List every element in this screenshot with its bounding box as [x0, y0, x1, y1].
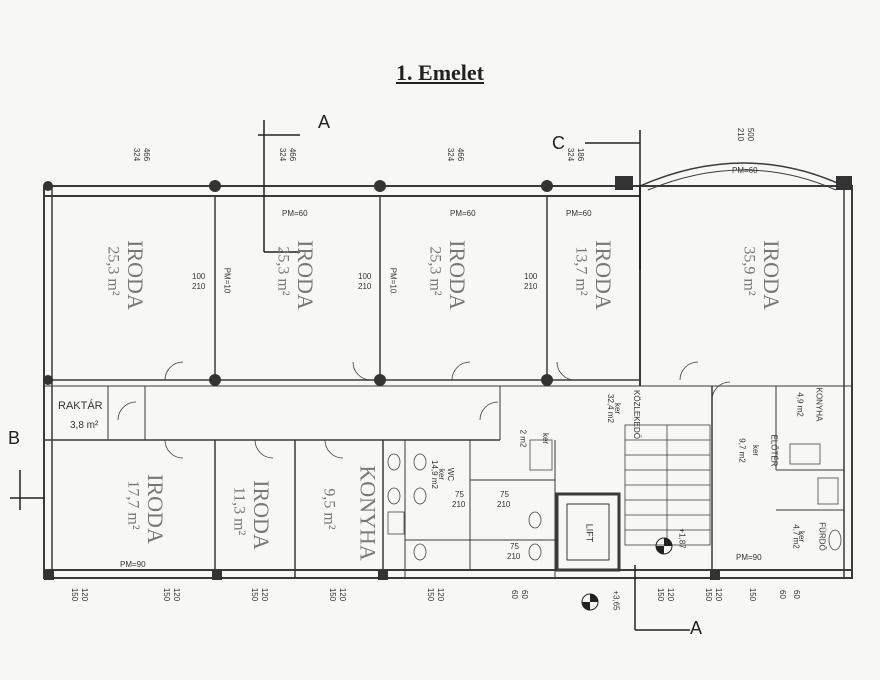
room-name: IRODA	[444, 240, 470, 310]
bottom-dim: 120	[666, 587, 676, 602]
bottom-dim: 60	[519, 590, 529, 599]
level-markers	[581, 537, 673, 611]
furdo-area: 4,7 m2	[791, 524, 801, 549]
door-dim: 210	[192, 282, 206, 291]
room-area: 35,9 m²	[740, 246, 758, 296]
columns	[43, 176, 852, 580]
bottom-dim: 60	[791, 590, 801, 599]
pm-label: PM=90	[736, 553, 762, 562]
bay-window	[639, 162, 845, 187]
eloter-name: ELŐTÉR	[769, 434, 779, 467]
konyha-small-area: 4,9 m2	[795, 392, 805, 417]
top-dim-1a: 466	[142, 147, 152, 162]
kozlekedo-area: 32,4 m2	[605, 394, 615, 423]
bottom-dim: 150	[250, 587, 260, 602]
raktar-name: RAKTÁR	[58, 400, 103, 412]
lift-label: LIFT	[584, 523, 595, 543]
bottom-dim: 120	[436, 587, 446, 602]
section-lines	[10, 120, 690, 631]
room-name: IRODA	[248, 480, 274, 550]
wc-small-area: 2 m2	[518, 429, 528, 448]
door-dim: 100	[192, 272, 206, 281]
door-dim-small: 210	[452, 500, 466, 509]
room-name: IRODA	[590, 240, 616, 310]
top-dim-4b: 324	[566, 147, 576, 162]
top-dim-4a: 186	[576, 147, 586, 162]
eloter-sub: ker	[751, 444, 761, 457]
top-dim-2b: 324	[278, 147, 288, 162]
top-dim-5b: 210	[736, 127, 746, 142]
level-label: +1,87	[677, 528, 687, 549]
room-name: IRODA	[292, 240, 318, 310]
raktar-area: 3,8 m²	[70, 420, 99, 431]
door-dim-small: 75	[510, 542, 519, 551]
kozlekedo-name: KÖZLEKEDŐ	[631, 390, 641, 439]
pm-label: PM=90	[120, 560, 146, 569]
top-dim-3a: 466	[456, 147, 466, 162]
door-swings	[117, 361, 731, 459]
door-dim-small: 75	[455, 490, 464, 499]
pm-label: PM=10	[388, 267, 398, 294]
top-dim-3b: 324	[446, 147, 456, 162]
pm-label: PM=10	[222, 267, 232, 294]
bottom-dim: 150	[328, 587, 338, 602]
plan-title: 1. Emelet	[396, 60, 484, 85]
bottom-dim: 120	[338, 587, 348, 602]
section-a-top: A	[318, 112, 331, 132]
section-c: C	[552, 133, 565, 153]
room-name: IRODA	[758, 240, 784, 310]
room-area: 25,3 m²	[274, 246, 292, 296]
room-area: 11,3 m²	[230, 486, 248, 536]
section-b: B	[8, 428, 21, 448]
room-area: 17,7 m²	[124, 480, 142, 530]
bottom-dim: 150	[656, 587, 666, 602]
room-name: IRODA	[122, 240, 148, 310]
level-label: +3,65	[611, 590, 621, 611]
pm-label: PM=60	[282, 209, 308, 218]
top-dim-1b: 324	[132, 147, 142, 162]
konyha-small-name: KONYHA	[814, 387, 824, 422]
lift-shaft	[555, 492, 621, 572]
furdo-name: FÜRDŐ	[817, 522, 827, 551]
room-area: 25,3 m²	[104, 246, 122, 296]
fixtures	[387, 439, 842, 561]
pm-label: PM=60	[450, 209, 476, 218]
bottom-dim: 150	[162, 587, 172, 602]
room-name: IRODA	[142, 474, 168, 544]
bottom-dim: 60	[777, 590, 787, 599]
top-dim-2a: 466	[288, 147, 298, 162]
door-dim: 100	[524, 272, 538, 281]
bottom-dim: 120	[260, 587, 270, 602]
pm-label: PM=60	[732, 166, 758, 175]
room-area: 13,7 m²	[572, 246, 590, 296]
bottom-dim: 60	[509, 590, 519, 599]
wc-name: WC	[446, 467, 456, 482]
bottom-dim: 150	[70, 587, 80, 602]
top-dim-5a: 500	[746, 127, 756, 142]
door-dim-small: 210	[507, 552, 521, 561]
room-area: 25,3 m²	[426, 246, 444, 296]
door-dim: 210	[358, 282, 372, 291]
door-dim-small: 210	[497, 500, 511, 509]
door-dim: 210	[524, 282, 538, 291]
pm-label: PM=60	[566, 209, 592, 218]
wc-small-sub: ker	[541, 432, 551, 445]
door-dim: 100	[358, 272, 372, 281]
bottom-dim: 150	[748, 587, 758, 602]
eloter-area: 9,7 m2	[737, 438, 747, 463]
bottom-dim: 120	[80, 587, 90, 602]
room-area: 9,5 m²	[320, 488, 338, 530]
bottom-dim: 120	[714, 587, 724, 602]
wc-area: 14,9 m2	[429, 460, 439, 489]
section-a-bottom: A	[690, 618, 703, 638]
room-name: KONYHA	[355, 465, 381, 561]
bottom-dim: 150	[704, 587, 714, 602]
bottom-dim: 150	[426, 587, 436, 602]
bottom-dim: 120	[172, 587, 182, 602]
door-dim-small: 75	[500, 490, 509, 499]
